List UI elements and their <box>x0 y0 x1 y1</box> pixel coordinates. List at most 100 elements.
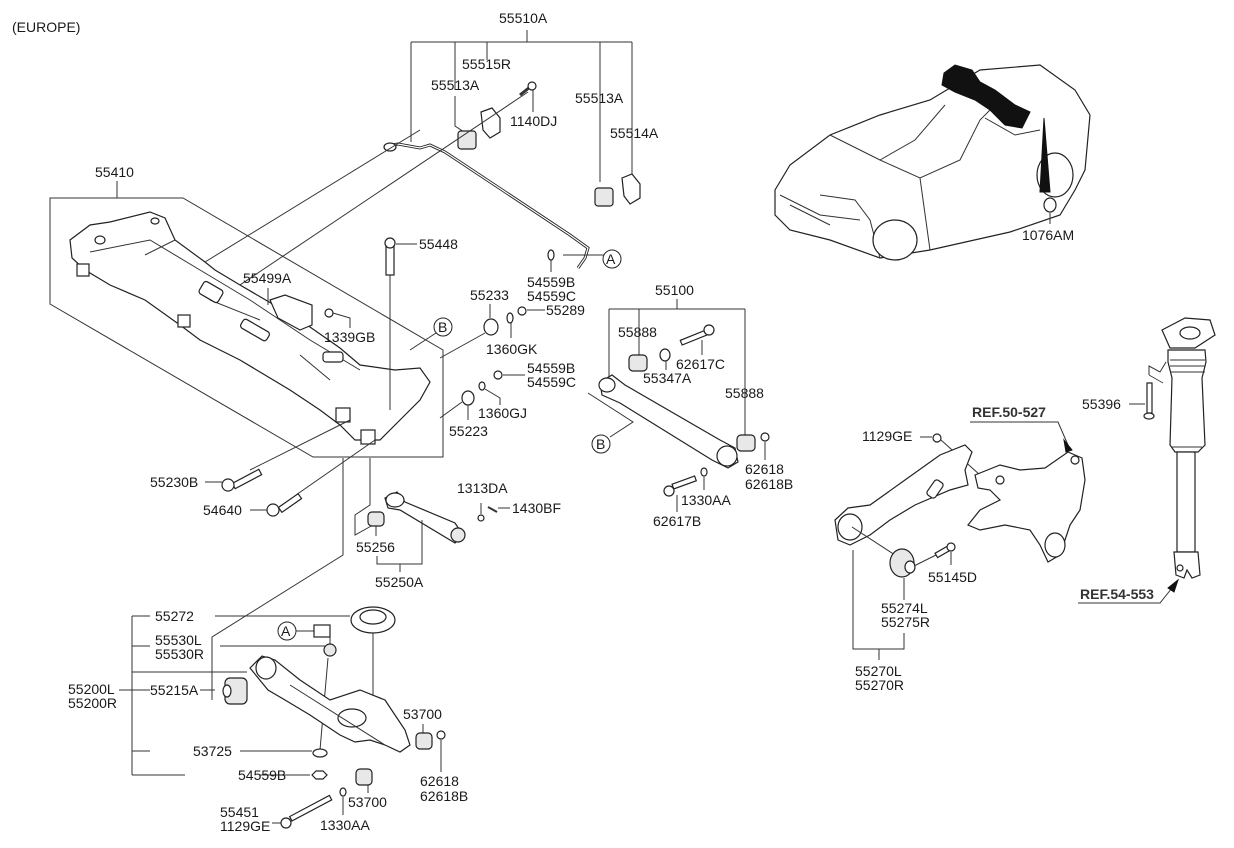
part-label-55270R[interactable]: 55270R <box>855 677 904 693</box>
part-label-55515R[interactable]: 55515R <box>462 56 511 72</box>
part-label-62618B-bot[interactable]: 62618B <box>420 788 468 804</box>
part-label-1330AA-mid[interactable]: 1330AA <box>681 492 731 508</box>
part-label-55530L[interactable]: 55530L <box>155 632 202 648</box>
callout-B-arm[interactable] <box>591 434 611 454</box>
part-label-55448[interactable]: 55448 <box>419 236 458 252</box>
shock-boot <box>1167 349 1207 453</box>
part-label-62618-mid[interactable]: 62618 <box>745 461 784 477</box>
bolt-head-62617C <box>703 324 715 336</box>
callout-B-crossmember-letter: B <box>438 319 447 335</box>
part-label-55451[interactable]: 55451 <box>220 804 259 820</box>
part-label-55289[interactable]: 55289 <box>546 302 585 318</box>
bar-end-eye <box>383 142 397 152</box>
callout-A-top-letter: A <box>606 251 616 267</box>
part-label-55145D[interactable]: 55145D <box>928 569 977 585</box>
part-label-62617C[interactable]: 62617C <box>676 356 725 372</box>
upper-arm-eye-right <box>716 445 738 467</box>
bushing-55274L-hole <box>904 560 916 574</box>
leader-55250A <box>376 520 423 572</box>
part-label-55215A[interactable]: 55215A <box>150 682 199 698</box>
leader-55396-axis <box>1148 374 1164 384</box>
part-label-55513A-left[interactable]: 55513A <box>431 77 480 93</box>
leader-1339GB <box>332 312 351 328</box>
part-label-1339GB[interactable]: 1339GB <box>324 329 375 345</box>
leader-55230B-axis <box>249 419 351 471</box>
part-label-53725[interactable]: 53725 <box>193 743 232 759</box>
part-label-55200R[interactable]: 55200R <box>68 695 117 711</box>
part-label-55510A[interactable]: 55510A <box>499 10 548 26</box>
part-label-55347A[interactable]: 55347A <box>643 370 692 386</box>
leader-55510A <box>410 30 633 182</box>
part-label-1140DJ[interactable]: 1140DJ <box>510 113 557 129</box>
part-label-55200L[interactable]: 55200L <box>68 681 115 697</box>
toe-link-eye <box>385 492 405 508</box>
part-label-55223[interactable]: 55223 <box>449 423 488 439</box>
part-label-54559C-mid[interactable]: 54559C <box>527 374 576 390</box>
part-label-55410[interactable]: 55410 <box>95 164 134 180</box>
part-label-62618-bot[interactable]: 62618 <box>420 773 459 789</box>
leader-55270 <box>852 550 905 660</box>
part-label-55100[interactable]: 55100 <box>655 282 694 298</box>
part-label-54559C-top[interactable]: 54559C <box>527 288 576 304</box>
part-label-54559B-bot[interactable]: 54559B <box>238 767 286 783</box>
part-label-55272[interactable]: 55272 <box>155 608 194 624</box>
part-label-1430BF[interactable]: 1430BF <box>512 500 561 516</box>
bolt-55230B <box>231 468 263 490</box>
part-label-1330AA-bot[interactable]: 1330AA <box>320 817 370 833</box>
callout-B-crossmember[interactable] <box>433 317 453 337</box>
leader-ref-shock <box>1078 587 1173 604</box>
spring-pad-inner <box>359 609 387 625</box>
leader-trailing-arm-axis <box>851 526 896 556</box>
part-label-55888-top[interactable]: 55888 <box>618 324 657 340</box>
part-label-53700-bot[interactable]: 53700 <box>348 794 387 810</box>
toe-link-group: 55256 55250A 1313DA 1430BF <box>354 458 561 590</box>
bolt-head-62617B <box>663 485 675 497</box>
part-label-62617B[interactable]: 62617B <box>653 513 701 529</box>
toe-link-ball-joint <box>450 527 466 543</box>
vehicle-locator-illustration: 1076AM <box>774 64 1091 261</box>
callout-A-top[interactable] <box>602 249 622 269</box>
part-label-55230B[interactable]: 55230B <box>150 474 198 490</box>
shock-body <box>1176 451 1196 553</box>
part-label-55275R[interactable]: 55275R <box>881 614 930 630</box>
part-label-55270L[interactable]: 55270L <box>855 663 902 679</box>
lower-arm-group: 55272 55530L 55530R 55200L 55200R 55215A… <box>68 458 468 834</box>
part-label-62618B-mid[interactable]: 62618B <box>745 476 793 492</box>
part-label-55514A[interactable]: 55514A <box>610 125 659 141</box>
part-label-55499A[interactable]: 55499A <box>243 270 292 286</box>
part-label-1129GE-bot[interactable]: 1129GE <box>220 818 270 834</box>
washer-1330AA-bot <box>339 787 347 797</box>
part-label-55256[interactable]: 55256 <box>356 539 395 555</box>
part-label-54559B-mid[interactable]: 54559B <box>527 360 575 376</box>
reference-REF.50-527[interactable]: REF.50-527 <box>972 404 1046 420</box>
part-label-1360GK[interactable]: 1360GK <box>486 341 538 357</box>
part-label-55513A-right[interactable]: 55513A <box>575 90 624 106</box>
stabilizer-bar <box>385 142 590 269</box>
part-label-55396[interactable]: 55396 <box>1082 396 1121 412</box>
bolt-head-54640 <box>266 503 280 517</box>
damper-55499A <box>269 294 313 331</box>
reference-REF.54-553[interactable]: REF.54-553 <box>1080 586 1154 602</box>
crossmember-mount-left <box>76 263 90 277</box>
part-label-1076AM[interactable]: 1076AM <box>1022 227 1074 243</box>
part-label-55250A[interactable]: 55250A <box>375 574 424 590</box>
highlight-rear-suspension <box>941 64 1031 129</box>
part-label-53700-top[interactable]: 53700 <box>403 706 442 722</box>
part-label-54640[interactable]: 54640 <box>203 502 242 518</box>
lower-arm-55200 <box>249 655 411 753</box>
stabilizer-bar-inner <box>385 143 589 269</box>
part-label-1129GE-right[interactable]: 1129GE <box>862 428 912 444</box>
crossmember-slot-2 <box>240 318 270 342</box>
part-label-1313DA[interactable]: 1313DA <box>457 480 508 496</box>
part-label-1360GJ[interactable]: 1360GJ <box>478 405 527 421</box>
leader-crossmember-to-bar <box>204 129 421 263</box>
shock-mount-center <box>1179 326 1201 340</box>
car-grille <box>779 194 861 226</box>
part-label-55888-right[interactable]: 55888 <box>725 385 764 401</box>
part-label-55274L[interactable]: 55274L <box>881 600 928 616</box>
part-label-54559B-top[interactable]: 54559B <box>527 274 575 290</box>
part-label-55530R[interactable]: 55530R <box>155 646 204 662</box>
part-label-55233[interactable]: 55233 <box>470 287 509 303</box>
shock-absorber-group: 55396 REF.54-553 <box>1078 317 1216 604</box>
upper-arm-group: 55100 55888 55347A 62617C 55888 62618 62… <box>587 282 793 529</box>
